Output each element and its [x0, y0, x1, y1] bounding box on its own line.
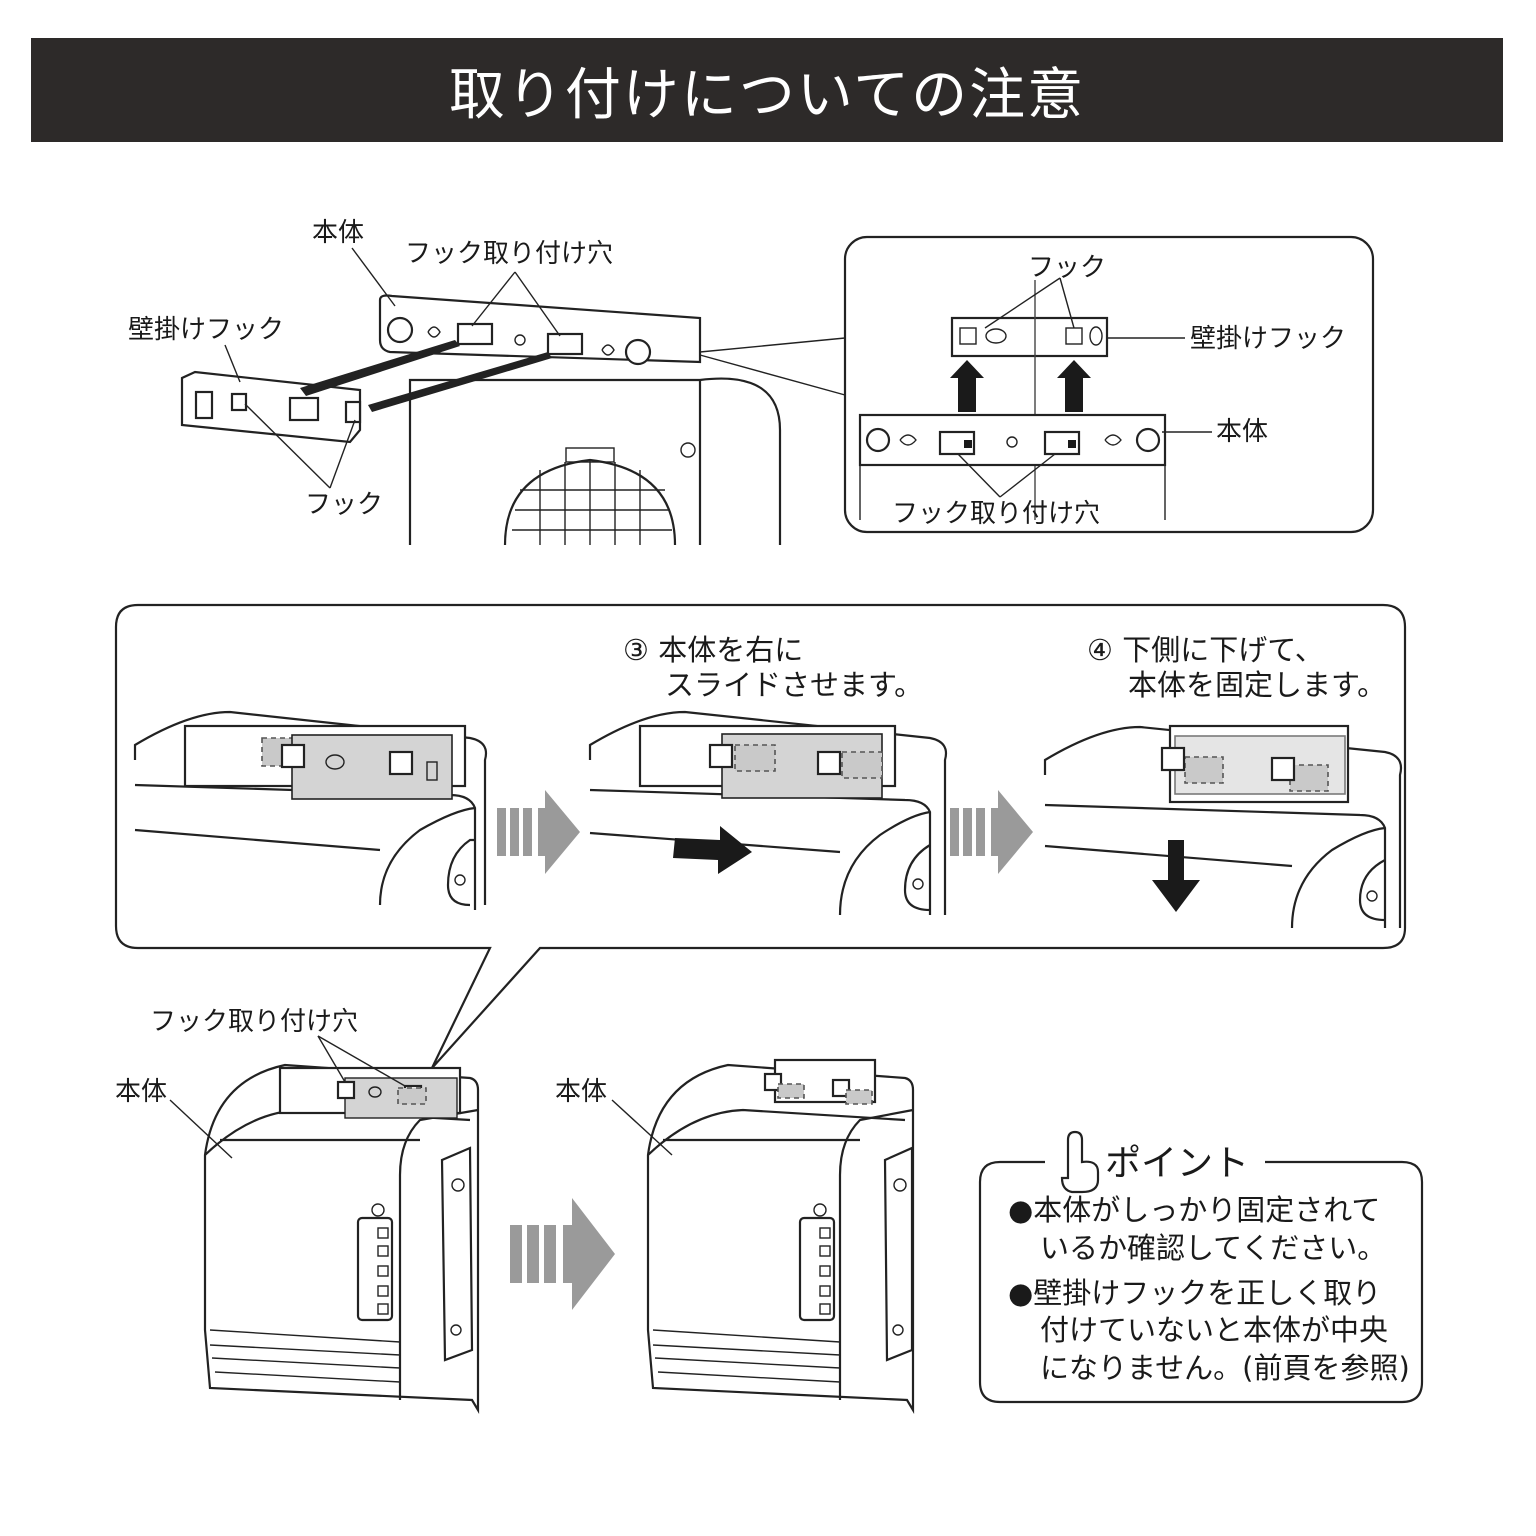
next-arrow-icon — [950, 790, 1033, 874]
finger-point-icon — [1060, 1130, 1100, 1194]
point-box: ポイント ●本体がしっかり固定されて いるか確認してください。 ●壁掛けフックを… — [978, 1130, 1424, 1404]
hook-hole — [546, 332, 584, 356]
point-item2-line1: ●壁掛けフックを正しく取り — [1008, 1276, 1381, 1310]
label-hook: フック — [305, 490, 383, 520]
bracket-screw-icon — [386, 316, 414, 344]
step-image-1 — [133, 710, 488, 910]
point-item1-line2: いるか確認してください。 — [1040, 1231, 1386, 1265]
hook-hole — [456, 322, 494, 346]
top-left-illustration: 本体 フック取り付け穴 壁掛けフック フック — [128, 218, 846, 546]
bottom-label-hook-holes: フック取り付け穴 — [150, 1007, 358, 1037]
arrow-right-icon — [673, 826, 752, 874]
next-arrow-icon — [497, 790, 580, 874]
step4-text-line2: 本体を固定します。 — [1128, 668, 1386, 702]
control-panel — [798, 1216, 836, 1322]
arrow-up-icon — [1057, 360, 1091, 412]
point-title: ポイント — [1105, 1143, 1249, 1184]
point-item2-line2: 付けていないと本体が中央 — [1040, 1313, 1388, 1347]
point-item1-line1: ●本体がしっかり固定されて — [1008, 1193, 1380, 1227]
bottom-label-main-body-right: 本体 — [555, 1077, 607, 1107]
next-arrow-icon — [510, 1198, 615, 1310]
step3-text-line1: ③ 本体を右に — [623, 633, 803, 667]
step3-text-line2: スライドさせます。 — [665, 668, 923, 702]
bracket-screw-icon — [624, 338, 652, 366]
zoom-label-hook-holes: フック取り付け穴 — [892, 499, 1100, 529]
heater-before: フック取り付け穴 本体 — [115, 1007, 480, 1414]
label-hook-holes: フック取り付け穴 — [405, 239, 613, 269]
wall-hook-strip — [950, 316, 1109, 358]
main-body-strip — [858, 413, 1167, 467]
arrow-up-icon — [950, 360, 984, 412]
zoom-label-hook: フック — [1028, 253, 1106, 283]
control-panel — [356, 1216, 394, 1322]
step-panel: ③ 本体を右に スライドさせます。 ④ 下側に下げて、 本体を固定します。 — [114, 603, 1407, 1069]
zoom-callout: フック 壁掛けフック 本体 フック取り付け穴 — [843, 235, 1375, 534]
page-title: 取り付けについての注意 — [448, 62, 1086, 128]
step-image-2 — [588, 710, 948, 916]
step-image-3 — [1043, 724, 1403, 929]
point-item2-line3: になりません。(前頁を参照) — [1040, 1351, 1410, 1385]
bottom-label-main-body-left: 本体 — [115, 1077, 167, 1107]
title-bar: 取り付けについての注意 — [31, 38, 1503, 142]
fan-grille — [503, 447, 677, 546]
step4-text-line1: ④ 下側に下げて、 — [1087, 633, 1324, 667]
zoom-label-main-body: 本体 — [1216, 417, 1268, 447]
label-main-body: 本体 — [312, 218, 364, 248]
heater-after: 本体 — [555, 1058, 915, 1414]
label-wall-hook: 壁掛けフック — [128, 315, 284, 345]
arrow-down-icon — [1152, 840, 1200, 912]
zoom-label-wall-hook: 壁掛けフック — [1190, 324, 1346, 354]
